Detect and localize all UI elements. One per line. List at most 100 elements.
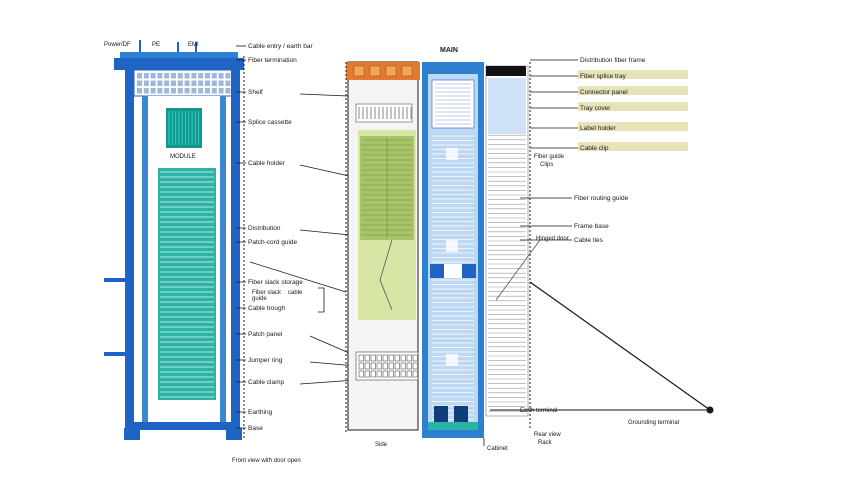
header-cell — [225, 80, 231, 86]
side-grid-cell — [370, 370, 376, 378]
left-leader — [249, 261, 347, 293]
side-grid-cell — [406, 354, 412, 362]
side-cabinet: Side — [345, 61, 420, 448]
grounding-label: Grounding terminal — [628, 420, 679, 426]
bottom-label-rear-a: Rear view — [534, 432, 561, 438]
side-grid-cell — [382, 354, 388, 362]
header-cell — [198, 88, 204, 94]
left-block-label: Fiber slack — [252, 290, 282, 296]
rack-inner-right — [220, 96, 226, 430]
right-callout-box — [578, 122, 688, 131]
header-cell — [218, 88, 224, 94]
right-side-label-a: Fiber guide — [534, 154, 565, 160]
side-grid-cell — [382, 370, 388, 378]
header-cell — [164, 88, 170, 94]
header-cell — [137, 80, 142, 86]
blue-band-1 — [430, 264, 444, 278]
left-label: Patch-cord guide — [248, 239, 298, 246]
side-grid-cell — [364, 354, 370, 362]
header-cell — [157, 88, 163, 94]
header-cell — [143, 88, 149, 94]
right-label: Fiber splice tray — [580, 73, 627, 80]
header-cell — [191, 73, 197, 79]
rack-module — [166, 108, 202, 148]
rack-splice-lines — [160, 171, 214, 398]
side-grid-cell — [376, 362, 382, 370]
side-grid-cell — [376, 354, 382, 362]
rack-header-grid — [137, 73, 231, 94]
left-label: Shelf — [248, 89, 263, 96]
header-cell — [205, 73, 210, 79]
right-low-label: Cable ties — [574, 237, 604, 244]
header-cell — [211, 73, 217, 79]
side-grid-cell — [358, 362, 364, 370]
orange-slot — [385, 65, 397, 77]
left-label: Cable entry / earth bar — [248, 43, 314, 50]
right-callout-box — [578, 102, 688, 111]
left-bracket — [318, 287, 325, 313]
header-cell — [198, 80, 204, 86]
right-low-label: Frame base — [574, 223, 609, 230]
rack-base-bar — [125, 422, 240, 430]
right-side-label-b: Clips — [540, 162, 553, 168]
header-cell — [198, 73, 204, 79]
rack-arm-2 — [104, 352, 128, 356]
side-grid-lines — [358, 354, 418, 378]
header-cell — [150, 88, 156, 94]
side-grid-cell — [364, 370, 370, 378]
left-label: Distribution — [248, 225, 281, 232]
side-top-orange — [346, 62, 420, 80]
header-cell — [143, 80, 149, 86]
left-label: Fiber slack storage — [248, 279, 303, 286]
rack-arm-1 — [104, 278, 128, 282]
header-cell — [211, 88, 217, 94]
header-cell — [150, 73, 156, 79]
left-label: Splice cassette — [248, 119, 292, 126]
header-cell — [191, 80, 197, 86]
side-grid-cell — [376, 370, 382, 378]
left-label: Patch panel — [248, 331, 283, 338]
side-grid-cell — [370, 362, 376, 370]
side-grid-panel — [355, 351, 419, 381]
bottom-label-rear-b: Rack — [538, 440, 553, 446]
blue-cabinet: MAIN Cabinet — [422, 47, 508, 452]
header-cell — [184, 88, 190, 94]
header-cell — [137, 88, 142, 94]
header-cell — [137, 73, 142, 79]
right-callout-box — [578, 142, 688, 151]
side-grid-cell — [358, 354, 364, 362]
orange-slot — [353, 65, 365, 77]
rear-rack-diagonal — [495, 239, 541, 301]
header-cell — [184, 80, 190, 86]
rack-foot-left — [124, 428, 140, 440]
side-grid-cell — [400, 370, 406, 378]
blue-window — [446, 240, 458, 252]
orange-slot — [401, 65, 413, 77]
header-cell — [177, 73, 183, 79]
side-vent — [355, 103, 413, 123]
side-grid-cell — [370, 354, 376, 362]
rack-top-cap — [120, 52, 238, 58]
side-grid-cell — [364, 362, 370, 370]
blue-teal-base — [428, 422, 478, 430]
side-grid-cell — [400, 354, 406, 362]
side-grid-cell — [412, 370, 418, 378]
left-rack: MODULE Power/DF PE EMI — [104, 40, 245, 440]
header-cell — [177, 80, 183, 86]
header-cell — [191, 88, 197, 94]
rack-inner-left — [142, 96, 148, 430]
top-label-pe: PE — [152, 42, 160, 48]
side-grid-cell — [358, 370, 364, 378]
rack-upright-right — [231, 70, 240, 430]
header-cell — [171, 88, 176, 94]
header-cell — [225, 88, 231, 94]
left-label: Jumper ring — [248, 357, 283, 364]
header-cell — [218, 80, 224, 86]
top-label-powerdf: Power/DF — [104, 42, 131, 48]
rear-rack: Rear view Rack — [485, 62, 561, 446]
right-low-label: Fiber routing guide — [574, 195, 629, 202]
right-hinge-label: Hinged door — [536, 236, 569, 242]
top-label-emi: EMI — [188, 42, 199, 48]
